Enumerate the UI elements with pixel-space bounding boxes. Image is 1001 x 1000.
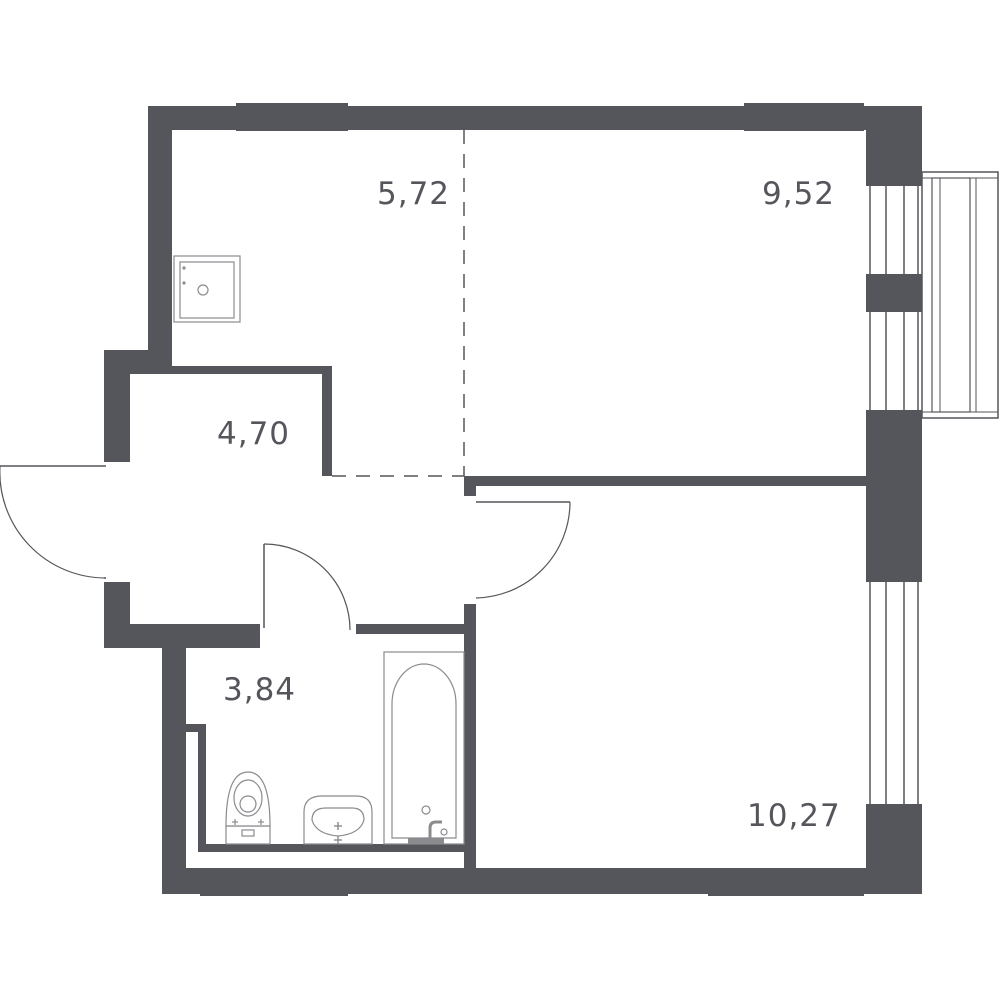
window-bedroom <box>866 582 922 804</box>
bathroom-door[interactable] <box>263 543 351 631</box>
window-living-upper <box>866 186 922 274</box>
windows <box>866 186 922 804</box>
window-living-lower <box>866 312 922 410</box>
bathroom-area-label: 3,84 <box>223 672 296 708</box>
entrance-door[interactable] <box>0 465 107 579</box>
hall-area-label: 4,70 <box>217 416 290 452</box>
room-labels: 5,72 9,52 4,70 3,84 10,27 <box>217 176 841 834</box>
kitchen-area-label: 5,72 <box>377 176 450 212</box>
stove-icon <box>173 255 241 323</box>
living-area-label: 9,52 <box>762 176 835 212</box>
outer-walls <box>104 103 922 896</box>
bedroom-door[interactable] <box>475 501 571 599</box>
zone-dividers <box>332 130 465 477</box>
bedroom-area-label: 10,27 <box>747 798 841 834</box>
interior-walls <box>130 366 866 870</box>
doors <box>0 465 571 631</box>
balcony-icon <box>921 171 999 419</box>
toilet-icon <box>225 771 271 845</box>
sink-icon <box>303 795 373 845</box>
bathtub-icon <box>383 651 465 845</box>
